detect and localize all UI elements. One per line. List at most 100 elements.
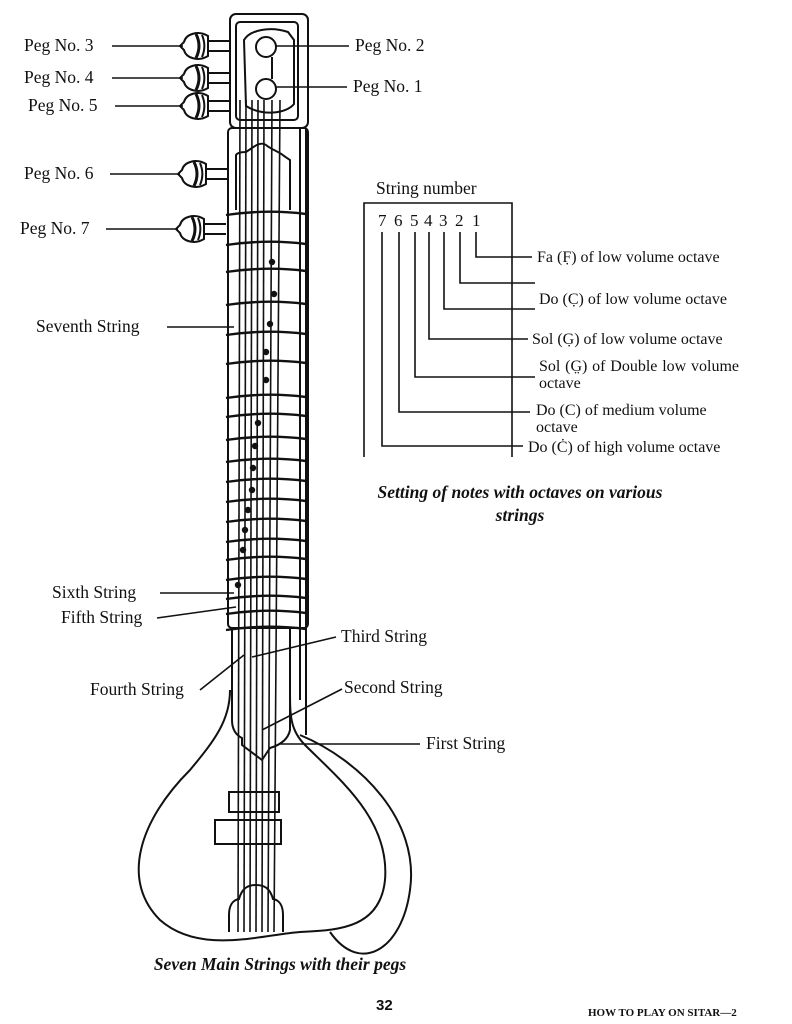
gourd-back-outline [299, 734, 413, 955]
note-string-6: Do (C) of medium volume octave [536, 402, 707, 436]
string-number-7: 7 [378, 211, 387, 230]
fret [225, 537, 307, 544]
leader-fifth-string [156, 606, 237, 619]
fret [225, 575, 307, 582]
note-string-3: Do (C̣) of low volume octave [539, 291, 727, 308]
peg-5-knob[interactable] [178, 92, 230, 120]
sixth-string-label: Sixth String [52, 582, 137, 602]
leader-fourth-string [199, 654, 245, 691]
string-2-connector [459, 232, 535, 284]
peg-2-label: Peg No. 2 [355, 35, 425, 55]
page-number: 32 [376, 997, 393, 1014]
fret-marker [268, 258, 276, 266]
string-number-4: 4 [424, 211, 433, 230]
fret-marker [244, 506, 252, 514]
fret-marker [266, 320, 274, 328]
bridge-upper [228, 791, 280, 813]
second-string-label: Second String [344, 677, 443, 697]
peg-1-knob[interactable] [255, 78, 277, 100]
string-6-connector [398, 232, 530, 413]
fret [225, 393, 307, 400]
string-7-connector [381, 232, 523, 447]
leader-second-string [261, 688, 343, 731]
neck-lower-body [231, 628, 291, 762]
peg-3-label: Peg No. 3 [24, 35, 94, 55]
pegbox-inner [235, 21, 299, 121]
note-string-5: Sol (G̤) of Double low volume octave [539, 358, 739, 392]
notes-table-lines [363, 202, 535, 457]
fret [225, 267, 307, 274]
fret [225, 359, 307, 366]
fret [225, 477, 307, 484]
string-line [261, 99, 265, 933]
string-line [243, 99, 247, 933]
peg-6-label: Peg No. 6 [24, 163, 94, 183]
peg-2-knob[interactable] [255, 36, 277, 58]
fret-marker [251, 442, 259, 450]
fret [225, 555, 307, 562]
book-title: HOW TO PLAY ON SITAR—2 [588, 1007, 737, 1019]
fret-marker [254, 419, 262, 427]
note-string-1: Fa (F̣) of low volume octave [537, 249, 720, 266]
fret [225, 625, 307, 632]
notes-table-box [363, 202, 513, 457]
fret [225, 457, 307, 464]
string-number-5: 5 [410, 211, 419, 230]
string-4-connector [428, 232, 528, 340]
string-line [237, 99, 241, 933]
leader-third-string [251, 636, 337, 658]
fret [225, 330, 307, 337]
figure-caption: Seven Main Strings with their pegs [153, 954, 407, 974]
string-5-connector [414, 232, 535, 378]
fret [225, 497, 307, 504]
sitar-frets [225, 210, 307, 632]
side-pegs [174, 32, 230, 243]
peg-4-knob[interactable] [178, 64, 230, 92]
fret-marker [262, 376, 270, 384]
seventh-string-label: Seventh String [36, 316, 140, 336]
gourd-front-outline [137, 689, 387, 942]
fret [225, 435, 307, 442]
note-string-4: Sol (G̣) of low volume octave [532, 331, 723, 348]
fret-marker [270, 290, 278, 298]
fret [225, 594, 307, 601]
fret-marker [239, 546, 247, 554]
string-1-connector [475, 232, 532, 258]
string-number-2: 2 [455, 211, 464, 230]
peg-5-label: Peg No. 5 [28, 95, 98, 115]
string-number-6: 6 [394, 211, 403, 230]
peg-7-knob[interactable] [174, 215, 226, 243]
fret [225, 240, 307, 247]
note-string-7: Do (Ċ) of high volume octave [528, 439, 721, 456]
fret [225, 210, 307, 217]
bridge-main [214, 819, 282, 845]
notes-table-caption: Setting of notes with octaves on various… [377, 482, 663, 525]
fret-marker [248, 486, 256, 494]
string-line [255, 99, 259, 933]
fret [225, 517, 307, 524]
leader-lines [106, 45, 420, 745]
fret-marker [234, 581, 242, 589]
sitar-strings [237, 99, 281, 933]
fret [225, 609, 307, 616]
string-line [267, 99, 273, 933]
fret-marker [262, 348, 270, 356]
third-string-label: Third String [341, 626, 428, 646]
fret-marker [241, 526, 249, 534]
first-string-label: First String [426, 733, 506, 753]
peg-3-knob[interactable] [178, 32, 230, 60]
string-number-heading: String number [376, 178, 477, 198]
peg-4-label: Peg No. 4 [24, 67, 94, 87]
fret [225, 412, 307, 419]
fret [225, 300, 307, 307]
peg-7-label: Peg No. 7 [20, 218, 90, 238]
string-3-connector [443, 232, 535, 310]
peg-1-label: Peg No. 1 [353, 76, 423, 96]
sitar-head [229, 13, 309, 129]
string-number-3: 3 [439, 211, 448, 230]
string-line [249, 99, 253, 933]
string-line [273, 99, 281, 933]
peg-6-knob[interactable] [176, 160, 228, 188]
fret-marker [249, 464, 257, 472]
